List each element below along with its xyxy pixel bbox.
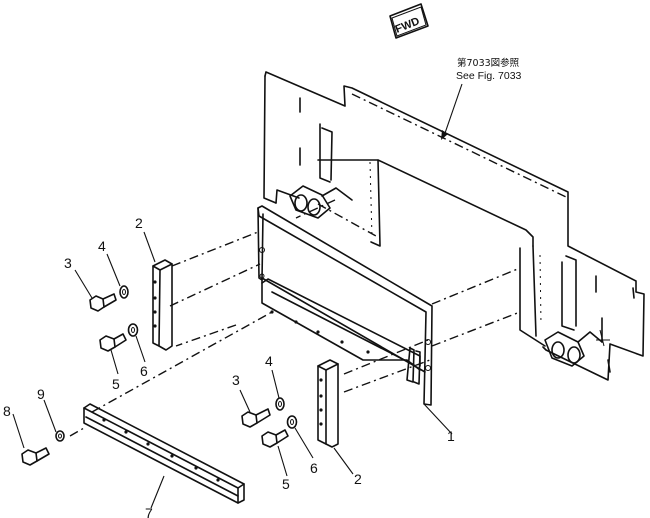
washer-6-left: [127, 323, 139, 337]
callout-3-left: 3: [64, 255, 72, 271]
cover-plate: [257, 205, 433, 406]
callouts: 1 2 2 3 3 4 4 5 5 6 6 7 8 9: [3, 215, 455, 518]
washer-4-right: [275, 397, 285, 411]
reference-note: 第7033図参照 See Fig. 7033: [441, 57, 522, 140]
callout-4-left: 4: [98, 238, 106, 254]
bolt-8: [21, 447, 50, 466]
bracket-left: [152, 259, 173, 351]
reference-jp: 第7033図参照: [457, 57, 520, 69]
washer-6-right: [286, 415, 298, 429]
bracket-right: [317, 359, 339, 448]
bolt-3-right: [241, 408, 271, 428]
reference-en: See Fig. 7033: [456, 70, 522, 82]
washer-9: [55, 430, 65, 442]
bolt-5-left: [99, 333, 127, 352]
callout-2-left: 2: [135, 215, 143, 231]
alignment-lines: [69, 199, 521, 437]
bolt-3-left: [89, 293, 117, 312]
seal-strip: [83, 403, 245, 504]
callout-1: 1: [447, 428, 455, 444]
callout-6-right: 6: [310, 460, 318, 476]
callout-7: 7: [145, 505, 153, 518]
reference-leader: [443, 83, 463, 137]
callout-4-right: 4: [265, 353, 273, 369]
washer-4-left: [119, 285, 129, 299]
callout-5-left: 5: [112, 376, 120, 392]
main-frame: [263, 71, 645, 381]
fwd-badge: FWD: [389, 3, 429, 39]
callout-2-right: 2: [354, 471, 362, 487]
callout-3-right: 3: [232, 372, 240, 388]
leader-lines: [12, 231, 453, 509]
callout-8: 8: [3, 403, 11, 419]
fwd-badge-text: FWD: [394, 15, 422, 36]
bolt-5-right: [261, 429, 289, 448]
callout-6-left: 6: [140, 363, 148, 379]
callout-5-right: 5: [282, 476, 290, 492]
callout-9: 9: [37, 386, 45, 402]
